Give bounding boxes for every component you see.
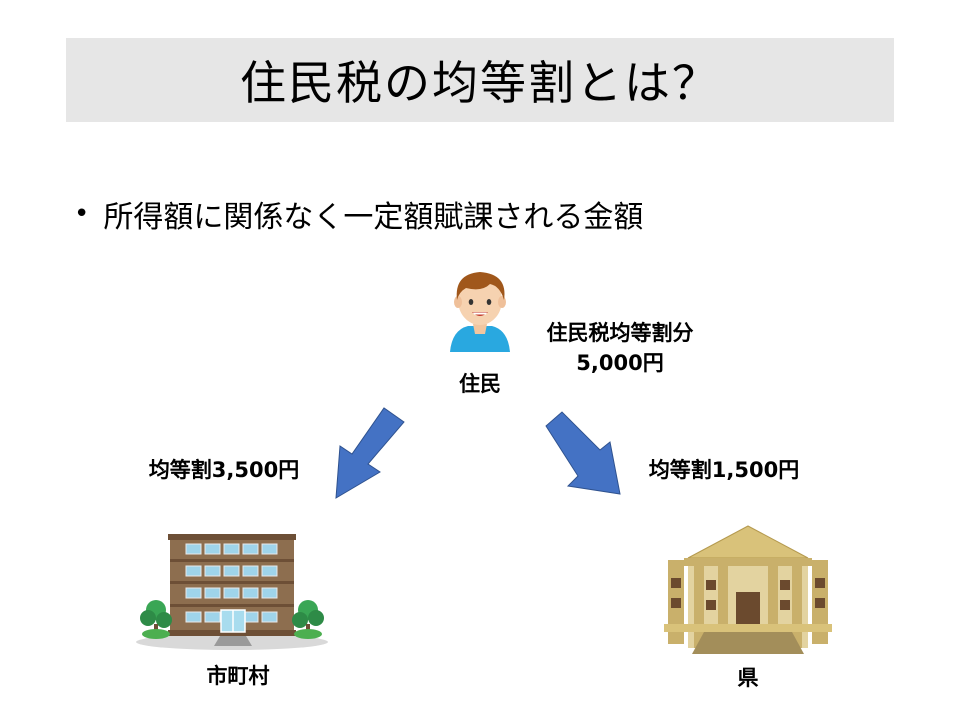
municipal-office-building-icon xyxy=(134,528,330,652)
page-title: 住民税の均等割とは？ xyxy=(240,47,720,113)
prefectural-office-building-icon xyxy=(664,524,832,654)
resident-amount: 5,000円 xyxy=(552,347,688,377)
resident-label: 住民 xyxy=(452,368,508,398)
municipal-label: 市町村 xyxy=(188,660,288,690)
bullet-text: 所得額に関係なく一定額賦課される金額 xyxy=(103,192,643,236)
prefecture-label: 県 xyxy=(722,662,774,692)
bullet-dot: • xyxy=(74,199,89,229)
resident-person-icon xyxy=(446,266,514,352)
municipal-share-label: 均等割3,500円 xyxy=(146,454,302,484)
arrow-to-prefecture xyxy=(544,410,624,496)
title-bar: 住民税の均等割とは？ xyxy=(66,38,894,122)
prefecture-share-label: 均等割1,500円 xyxy=(646,454,802,484)
arrow-to-municipal xyxy=(330,408,406,500)
resident-amount-title: 住民税均等割分 xyxy=(532,317,708,347)
bullet-point: • 所得額に関係なく一定額賦課される金額 xyxy=(74,192,643,236)
